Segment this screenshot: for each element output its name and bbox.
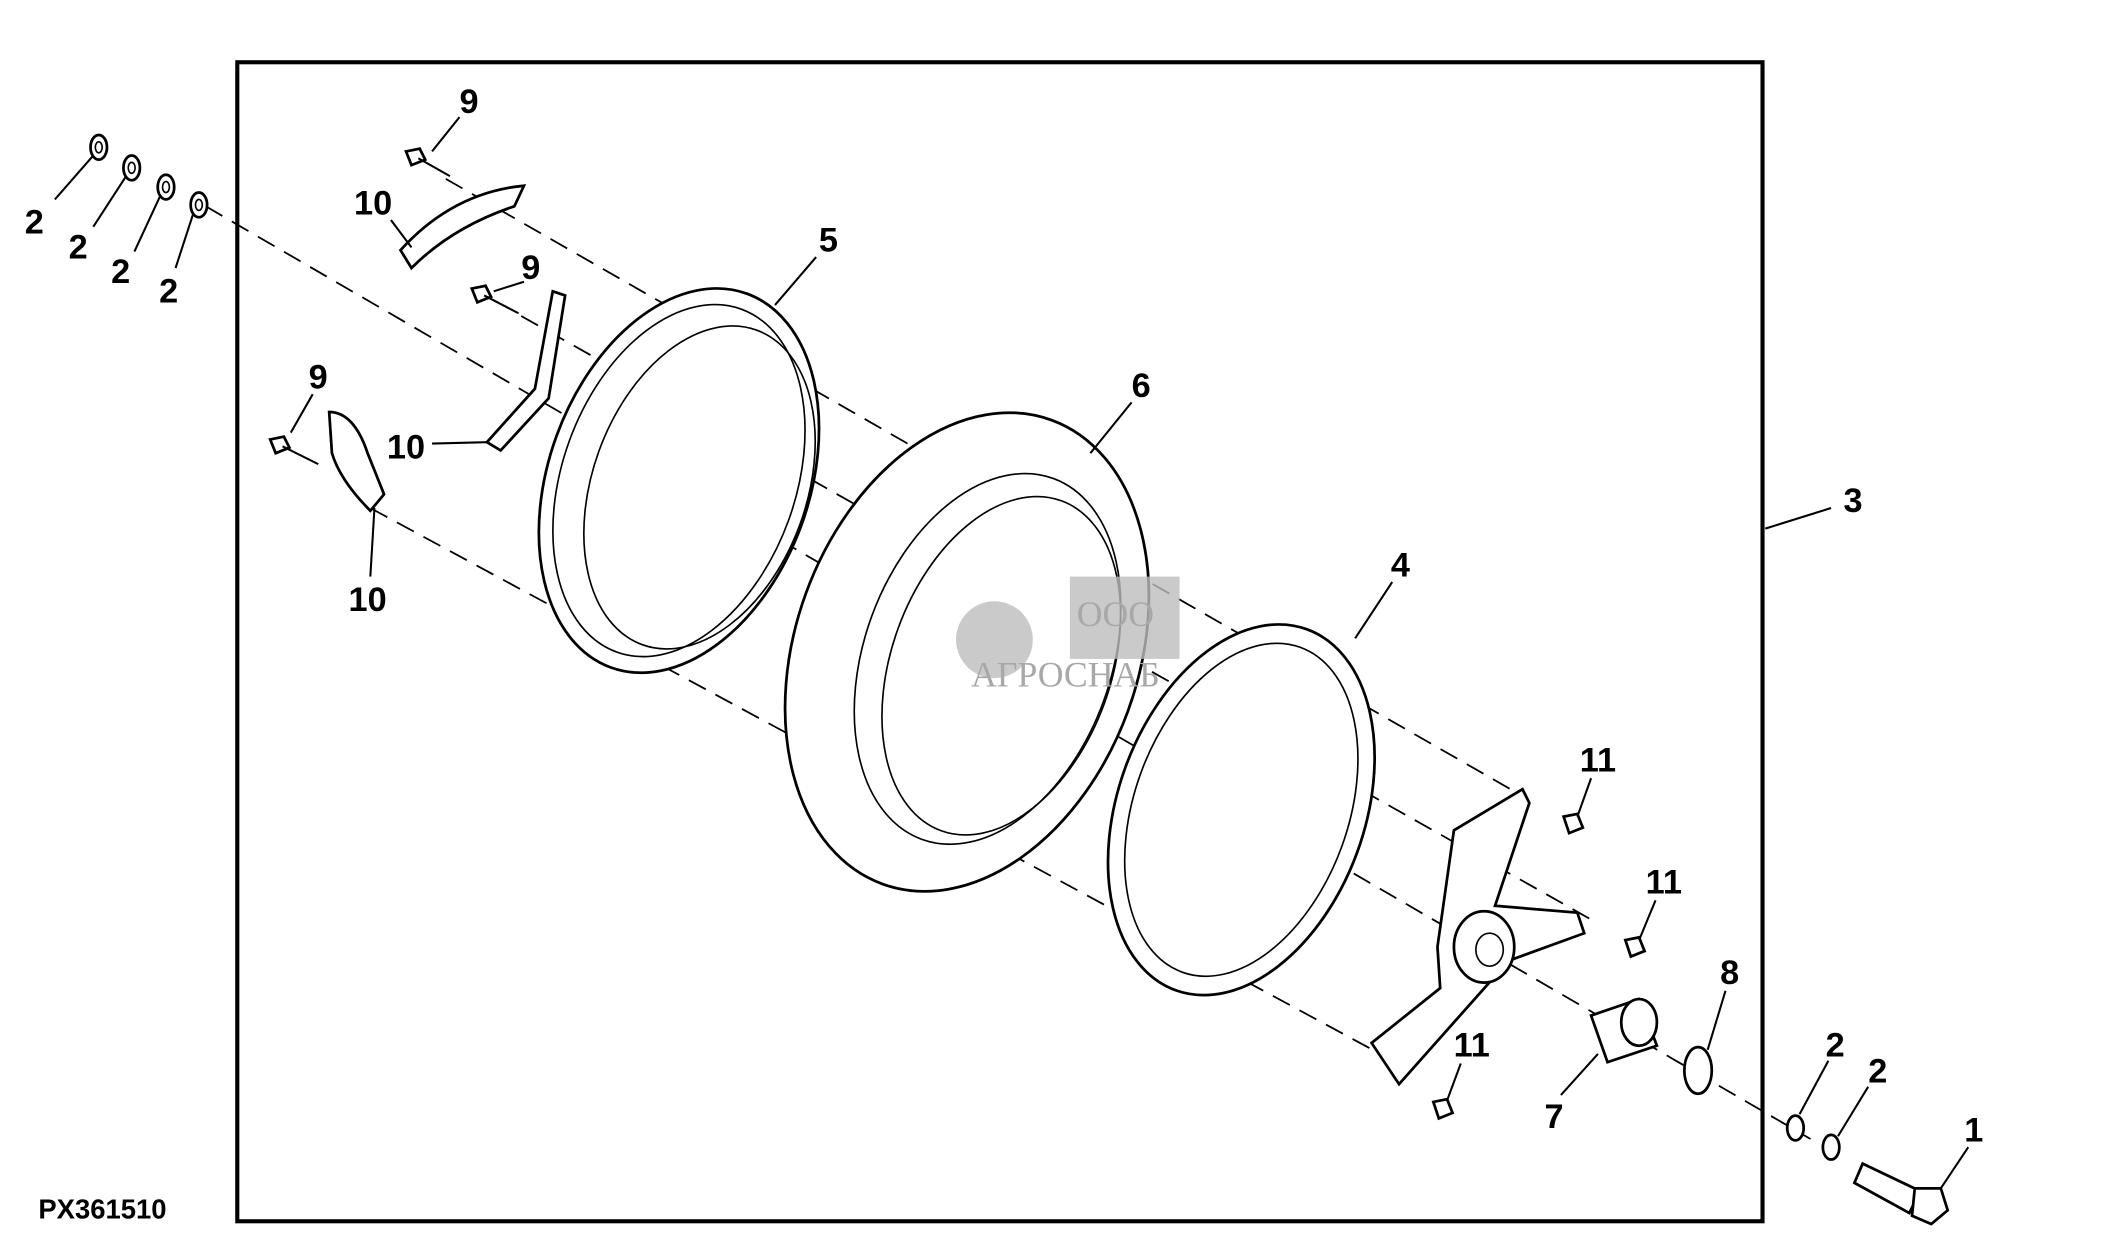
callout-9: 9 bbox=[460, 83, 479, 121]
callout-9: 9 bbox=[309, 359, 328, 397]
assembly-frame bbox=[235, 60, 1765, 1224]
rim-half-inner bbox=[1106, 623, 1376, 997]
diagram-code: PX361510 bbox=[38, 1194, 166, 1225]
callout-11: 11 bbox=[1580, 741, 1616, 779]
callout-8: 8 bbox=[1720, 954, 1739, 992]
svg-text:АГРОСНАБ: АГРОСНАБ bbox=[971, 654, 1160, 694]
leader-lines bbox=[54, 116, 1970, 1189]
callout-6: 6 bbox=[1132, 367, 1151, 405]
callout-3: 3 bbox=[1844, 482, 1863, 520]
svg-text:ООО: ООО bbox=[1077, 594, 1154, 634]
callout-5: 5 bbox=[819, 222, 838, 260]
callout-2: 2 bbox=[69, 228, 88, 266]
callout-7: 7 bbox=[1544, 1098, 1563, 1136]
callout-10: 10 bbox=[349, 581, 387, 619]
hub-assembly bbox=[1369, 787, 1950, 1226]
callout-labels: 2 2 2 2 9 10 9 9 10 10 5 6 3 4 11 11 8 1… bbox=[25, 83, 1984, 1150]
callout-2: 2 bbox=[1868, 1053, 1887, 1091]
watermark-logo: ООО АГРОСНАБ bbox=[956, 576, 1180, 694]
washers-left bbox=[89, 133, 209, 219]
callout-2: 2 bbox=[25, 204, 44, 242]
callout-4: 4 bbox=[1391, 547, 1410, 585]
callout-10: 10 bbox=[387, 429, 425, 467]
callout-10: 10 bbox=[354, 185, 392, 223]
callout-9: 9 bbox=[521, 249, 540, 287]
rim-half-outer bbox=[537, 287, 821, 675]
callout-11: 11 bbox=[1646, 863, 1682, 901]
bolts-and-weights bbox=[268, 147, 567, 513]
callout-1: 1 bbox=[1964, 1112, 1983, 1150]
callout-2: 2 bbox=[1826, 1027, 1845, 1065]
callout-11: 11 bbox=[1454, 1027, 1490, 1065]
callout-2: 2 bbox=[111, 253, 130, 291]
callout-2: 2 bbox=[159, 272, 178, 310]
